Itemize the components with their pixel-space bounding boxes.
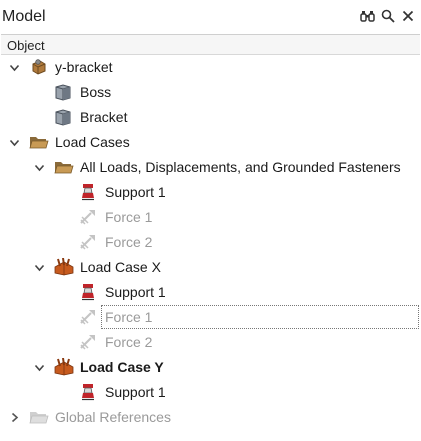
tree-node-label: Support 1 (105, 284, 166, 300)
tree-node-label: All Loads, Displacements, and Grounded F… (80, 159, 401, 175)
force-icon (78, 207, 98, 227)
folder-open-icon (29, 132, 49, 152)
panel-title: Model (2, 8, 46, 25)
tree-node-support-1[interactable]: Support 1 (0, 380, 421, 405)
binoculars-icon[interactable] (360, 8, 375, 24)
tree-node-label: Force 1 (105, 209, 153, 225)
tree-node-label: Load Cases (55, 134, 130, 150)
chevron-down-icon[interactable] (33, 161, 46, 174)
folder-open-icon (54, 157, 74, 177)
panel-toolbar (360, 8, 415, 24)
tree-node-label: Load Case Y (80, 359, 164, 375)
chevron-down-icon[interactable] (8, 61, 21, 74)
part-icon (53, 82, 73, 102)
folder-icon (29, 407, 49, 427)
support-icon (78, 282, 98, 302)
tree-node-label: y-bracket (55, 59, 113, 75)
column-header-label: Object (7, 38, 45, 53)
tree-node-label: Bracket (80, 109, 128, 125)
tree-node-label: Load Case X (80, 259, 161, 275)
tree-node-boss[interactable]: Boss (0, 80, 421, 105)
tree-node-support-1[interactable]: Support 1 (0, 280, 421, 305)
tree-node-force-1[interactable]: Force 1 (0, 305, 421, 330)
tree-node-label: Force 2 (105, 234, 153, 250)
tree-node-y-bracket[interactable]: y-bracket (0, 55, 421, 80)
model-tree: y-bracket Boss Bracket Load Cases All Lo… (0, 55, 421, 441)
focus-outline (101, 305, 419, 329)
tree-node-force-1[interactable]: Force 1 (0, 205, 421, 230)
tree-node-all-loads[interactable]: All Loads, Displacements, and Grounded F… (0, 155, 421, 180)
chevron-right-icon[interactable] (8, 411, 21, 424)
close-icon[interactable] (400, 8, 415, 24)
tree-node-force-2[interactable]: Force 2 (0, 330, 421, 355)
tree-node-load-cases[interactable]: Load Cases (0, 130, 421, 155)
force-icon (78, 232, 98, 252)
tree-node-label: Force 1 (105, 309, 153, 325)
tree-node-label: Support 1 (105, 384, 166, 400)
tree-node-label: Force 2 (105, 334, 153, 350)
tree-node-force-2[interactable]: Force 2 (0, 230, 421, 255)
chevron-down-icon[interactable] (8, 136, 21, 149)
load-case-icon (54, 357, 74, 377)
chevron-down-icon[interactable] (33, 261, 46, 274)
column-header-object[interactable]: Object (1, 34, 420, 55)
assembly-icon (29, 57, 49, 77)
tree-node-load-case-y[interactable]: Load Case Y (0, 355, 421, 380)
part-icon (53, 107, 73, 127)
chevron-down-icon[interactable] (33, 361, 46, 374)
panel-titlebar: Model (0, 0, 421, 34)
support-icon (78, 182, 98, 202)
tree-node-global-references[interactable]: Global References (0, 405, 421, 430)
tree-node-support-1[interactable]: Support 1 (0, 180, 421, 205)
support-icon (78, 382, 98, 402)
force-icon (78, 307, 98, 327)
tree-node-label: Boss (80, 84, 112, 100)
tree-node-bracket[interactable]: Bracket (0, 105, 421, 130)
search-icon[interactable] (380, 8, 395, 24)
tree-node-load-case-x[interactable]: Load Case X (0, 255, 421, 280)
force-icon (78, 332, 98, 352)
load-case-icon (54, 257, 74, 277)
tree-node-label: Global References (55, 409, 171, 425)
tree-node-label: Support 1 (105, 184, 166, 200)
